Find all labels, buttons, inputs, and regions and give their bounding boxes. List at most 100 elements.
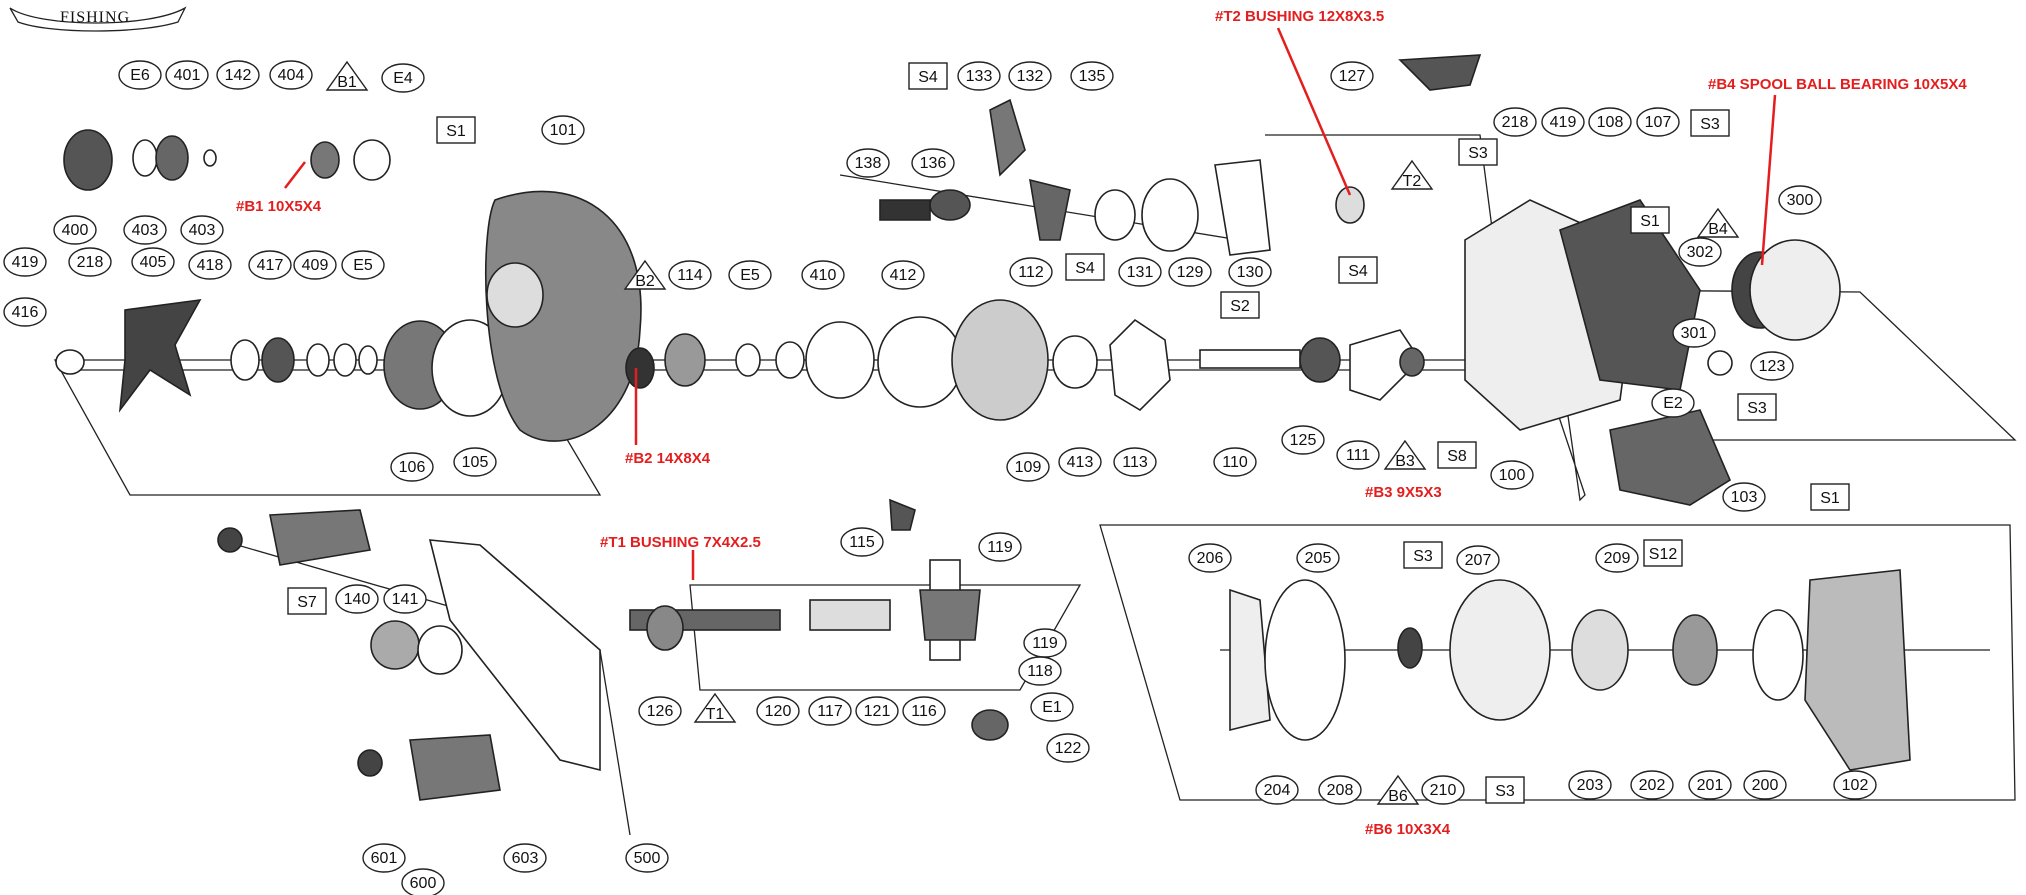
cover-102-shape — [1804, 569, 1911, 771]
callout-label: 112 — [1018, 264, 1044, 281]
callout-label: 416 — [12, 304, 39, 321]
callout-E5a: E5 — [341, 250, 385, 280]
part-204-shape — [1264, 579, 1346, 741]
screw-callout-label: S1 — [446, 123, 466, 140]
bushing-t2-shape — [1335, 186, 1365, 224]
callout-106: 106 — [390, 452, 434, 482]
callout-label: 119 — [987, 539, 1013, 556]
callout-label: E5 — [740, 267, 760, 284]
callout-117: 117 — [808, 696, 852, 726]
callout-label: 302 — [1687, 244, 1714, 261]
callout-107: 107 — [1636, 107, 1680, 137]
callout-138: 138 — [846, 148, 890, 178]
callout-116: 116 — [902, 696, 946, 726]
callout-500: 500 — [625, 843, 669, 873]
screw-callout-label: S2 — [1230, 298, 1250, 315]
callout-label: 132 — [1017, 68, 1044, 85]
callout-E6: E6 — [118, 60, 162, 90]
callout-204: 204 — [1255, 775, 1299, 805]
callout-206: 206 — [1188, 543, 1232, 573]
screw-callout-label: S3 — [1747, 400, 1767, 417]
screw-callout-label: S8 — [1447, 448, 1467, 465]
bearing-callout-label: B6 — [1388, 788, 1408, 805]
callout-label: 105 — [462, 454, 489, 471]
callout-label: 106 — [399, 459, 426, 476]
annotation-b1: #B1 10X5X4 — [236, 198, 322, 215]
screw-callout-s3: S3 — [1737, 393, 1777, 421]
callout-label: 203 — [1577, 777, 1604, 794]
screw-callout-label: S7 — [297, 594, 317, 611]
main-gear-109-shape — [951, 299, 1049, 421]
callout-label: 404 — [278, 67, 305, 84]
cover-103-shape — [1609, 409, 1732, 506]
callout-label: 108 — [1597, 114, 1624, 131]
callout-label: 121 — [864, 703, 891, 720]
bearing-callout-label: B1 — [337, 74, 357, 91]
screw-callout-s12: S12 — [1643, 539, 1683, 567]
callout-label: 130 — [1237, 264, 1264, 281]
callout-114: 114 — [668, 260, 712, 290]
callout-E5b: E5 — [728, 260, 772, 290]
callout-300: 300 — [1778, 185, 1822, 215]
callout-125: 125 — [1281, 425, 1325, 455]
callout-140: 140 — [335, 584, 379, 614]
callout-127: 127 — [1330, 61, 1374, 91]
callout-416: 416 — [3, 297, 47, 327]
callout-202: 202 — [1630, 770, 1674, 800]
screw-callout-s3: S3 — [1690, 109, 1730, 137]
shaft-110-shape — [1199, 349, 1301, 369]
callout-133: 133 — [957, 61, 1001, 91]
callout-label: 123 — [1759, 358, 1786, 375]
callout-410: 410 — [801, 260, 845, 290]
callout-110: 110 — [1213, 447, 1257, 477]
callout-111: 111 — [1336, 440, 1380, 470]
callout-121: 121 — [855, 696, 899, 726]
callout-label: 409 — [302, 257, 329, 274]
callout-label: 400 — [62, 222, 89, 239]
annotation-t1: #T1 BUSHING 7X4X2.5 — [600, 534, 761, 551]
callout-209: 209 — [1595, 543, 1639, 573]
screw-callout-label: S4 — [1075, 260, 1095, 277]
bearing-callout-label: B3 — [1395, 453, 1415, 470]
bearing-callout-label: T2 — [1403, 173, 1422, 190]
callout-label: 118 — [1027, 663, 1053, 680]
part-113-shape — [1109, 318, 1171, 412]
callout-403b: 403 — [180, 215, 224, 245]
annotation-b4: #B4 SPOOL BALL BEARING 10X5X4 — [1708, 76, 1967, 93]
callout-142: 142 — [216, 60, 260, 90]
callout-418: 418 — [188, 250, 232, 280]
callout-603: 603 — [503, 843, 547, 873]
bearing-callout-label: B4 — [1708, 221, 1728, 238]
screw-callout-s1: S1 — [436, 116, 476, 144]
screw-callout-s2: S2 — [1220, 291, 1260, 319]
callout-label: 210 — [1430, 782, 1457, 799]
callout-label: 116 — [911, 703, 937, 720]
annotation-b3: #B3 9X5X3 — [1365, 484, 1442, 501]
callout-label: 419 — [12, 254, 39, 271]
callout-E4: E4 — [381, 63, 425, 93]
callout-label: 131 — [1127, 264, 1154, 281]
callout-119a: 119 — [978, 532, 1022, 562]
bearing-callout-b3: B3 — [1383, 439, 1427, 470]
callout-label: 205 — [1305, 550, 1332, 567]
callout-118: 118 — [1018, 656, 1062, 686]
callout-label: 208 — [1327, 782, 1354, 799]
callout-label: 403 — [132, 222, 159, 239]
callout-label: 218 — [77, 254, 104, 271]
bearing-callout-t1: T1 — [693, 692, 737, 723]
callout-label: 500 — [634, 850, 661, 867]
part-400-shape — [63, 129, 113, 191]
callout-label: 120 — [765, 703, 792, 720]
callout-label: 109 — [1015, 459, 1042, 476]
callout-101: 101 — [541, 115, 585, 145]
side-plate-101-shape — [484, 190, 642, 442]
callout-404: 404 — [269, 60, 313, 90]
bearing-b2-shape — [625, 347, 655, 389]
callout-label: E6 — [130, 67, 150, 84]
callout-419a: 419 — [3, 247, 47, 277]
callout-label: 103 — [1731, 489, 1758, 506]
annotation-leaders — [284, 27, 1777, 580]
callout-label: 119 — [1032, 635, 1058, 652]
bearing-callout-label: T1 — [706, 706, 725, 723]
